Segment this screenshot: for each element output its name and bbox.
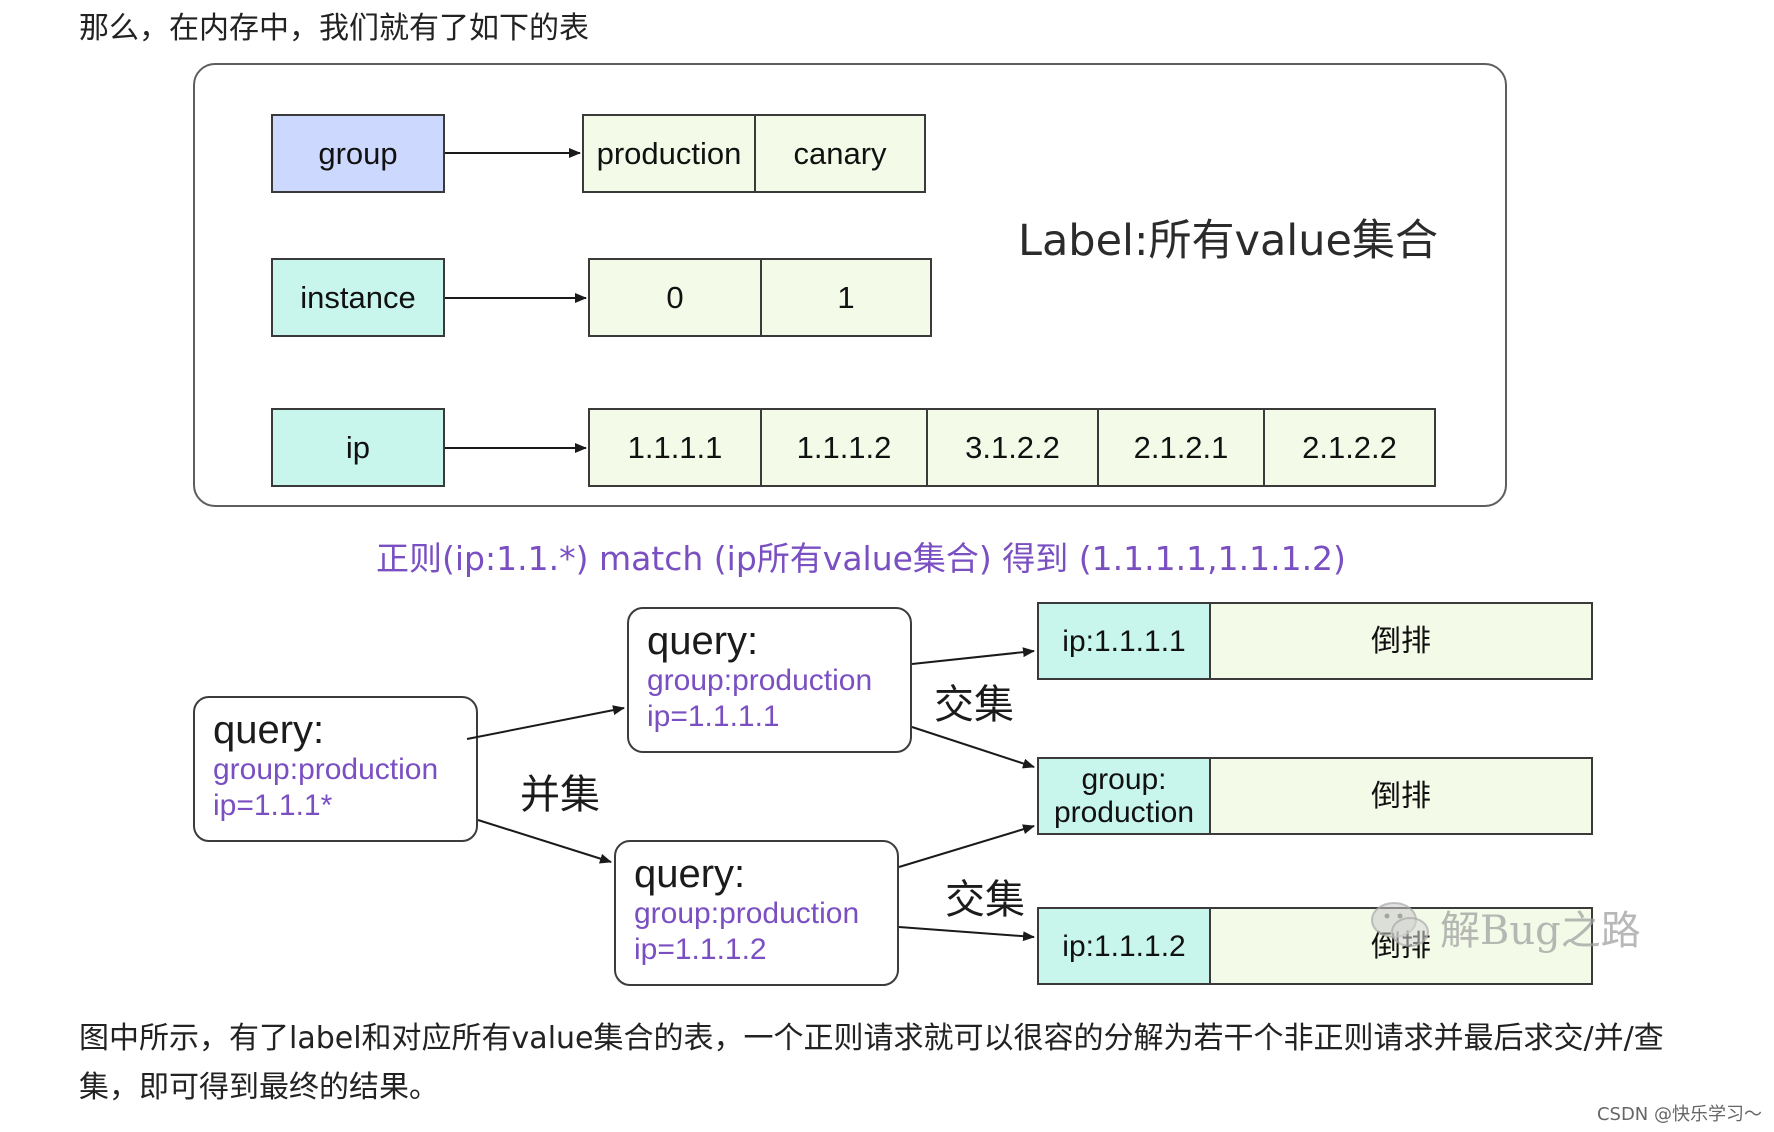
query-title: query: bbox=[647, 619, 759, 663]
intro-paragraph: 那么，在内存中，我们就有了如下的表 bbox=[79, 11, 589, 46]
index-key-cell: ip:1.1.1.1 bbox=[1037, 602, 1211, 680]
arrow-lower-to-group bbox=[898, 824, 1035, 868]
outro-paragraph: 图中所示，有了label和对应所有value集合的表，一个正则请求就可以很容的分… bbox=[79, 1021, 1664, 1105]
arrow-root-to-upper bbox=[466, 705, 625, 740]
lower-query-box: query: group:production ip=1.1.1.2 bbox=[614, 840, 899, 986]
ip-value-cell: 2.1.2.1 bbox=[1097, 408, 1265, 487]
upper-query-box: query: group:production ip=1.1.1.1 bbox=[627, 607, 912, 753]
index-row: group: production 倒排 bbox=[1037, 757, 1593, 835]
intersect-label-upper: 交集 bbox=[934, 682, 1014, 728]
label-instance-box: instance bbox=[271, 258, 445, 337]
group-value-cell: canary bbox=[754, 114, 926, 193]
root-query-box: query: group:production ip=1.1.1* bbox=[193, 696, 478, 842]
label-group-box: group bbox=[271, 114, 445, 193]
ip-value-cell: 1.1.1.1 bbox=[588, 408, 762, 487]
arrow-upper-to-ip1 bbox=[911, 647, 1035, 665]
csdn-credit: CSDN @快乐学习～ bbox=[1596, 1104, 1762, 1125]
inverted-index-cell: 倒排 bbox=[1209, 757, 1593, 835]
query-ip-line: ip=1.1.1* bbox=[213, 789, 333, 822]
label-value-set-caption: Label:所有value集合 bbox=[1018, 216, 1438, 266]
ip-value-cell: 1.1.1.2 bbox=[760, 408, 928, 487]
regex-match-caption: 正则(ip:1.1.*) match (ip所有value集合) 得到 (1.1… bbox=[376, 539, 1346, 578]
wechat-watermark-icon bbox=[1371, 902, 1429, 947]
watermark-text: 解Bug之路 bbox=[1440, 908, 1641, 954]
query-title: query: bbox=[634, 852, 746, 896]
group-value-cell: production bbox=[582, 114, 756, 193]
ip-value-cell: 2.1.2.2 bbox=[1263, 408, 1436, 487]
index-key-cell: ip:1.1.1.2 bbox=[1037, 907, 1211, 985]
inverted-index-cell: 倒排 bbox=[1209, 602, 1593, 680]
arrow-root-to-lower bbox=[477, 819, 612, 864]
query-group-line: group:production bbox=[647, 664, 873, 697]
union-label: 并集 bbox=[520, 772, 600, 818]
intersect-label-lower: 交集 bbox=[945, 877, 1025, 923]
arrow-upper-to-group bbox=[911, 726, 1035, 769]
index-row: ip:1.1.1.1 倒排 bbox=[1037, 602, 1593, 680]
index-key-cell: group: production bbox=[1037, 757, 1211, 835]
ip-value-cell: 3.1.2.2 bbox=[926, 408, 1099, 487]
instance-value-cell: 1 bbox=[760, 258, 932, 337]
query-ip-line: ip=1.1.1.2 bbox=[634, 933, 767, 966]
query-group-line: group:production bbox=[213, 753, 439, 786]
label-ip-box: ip bbox=[271, 408, 445, 487]
query-group-line: group:production bbox=[634, 897, 860, 930]
arrow-lower-to-ip2 bbox=[898, 926, 1035, 942]
query-ip-line: ip=1.1.1.1 bbox=[647, 700, 780, 733]
instance-value-cell: 0 bbox=[588, 258, 762, 337]
label-value-diagram-frame bbox=[193, 63, 1507, 507]
query-title: query: bbox=[213, 708, 325, 752]
